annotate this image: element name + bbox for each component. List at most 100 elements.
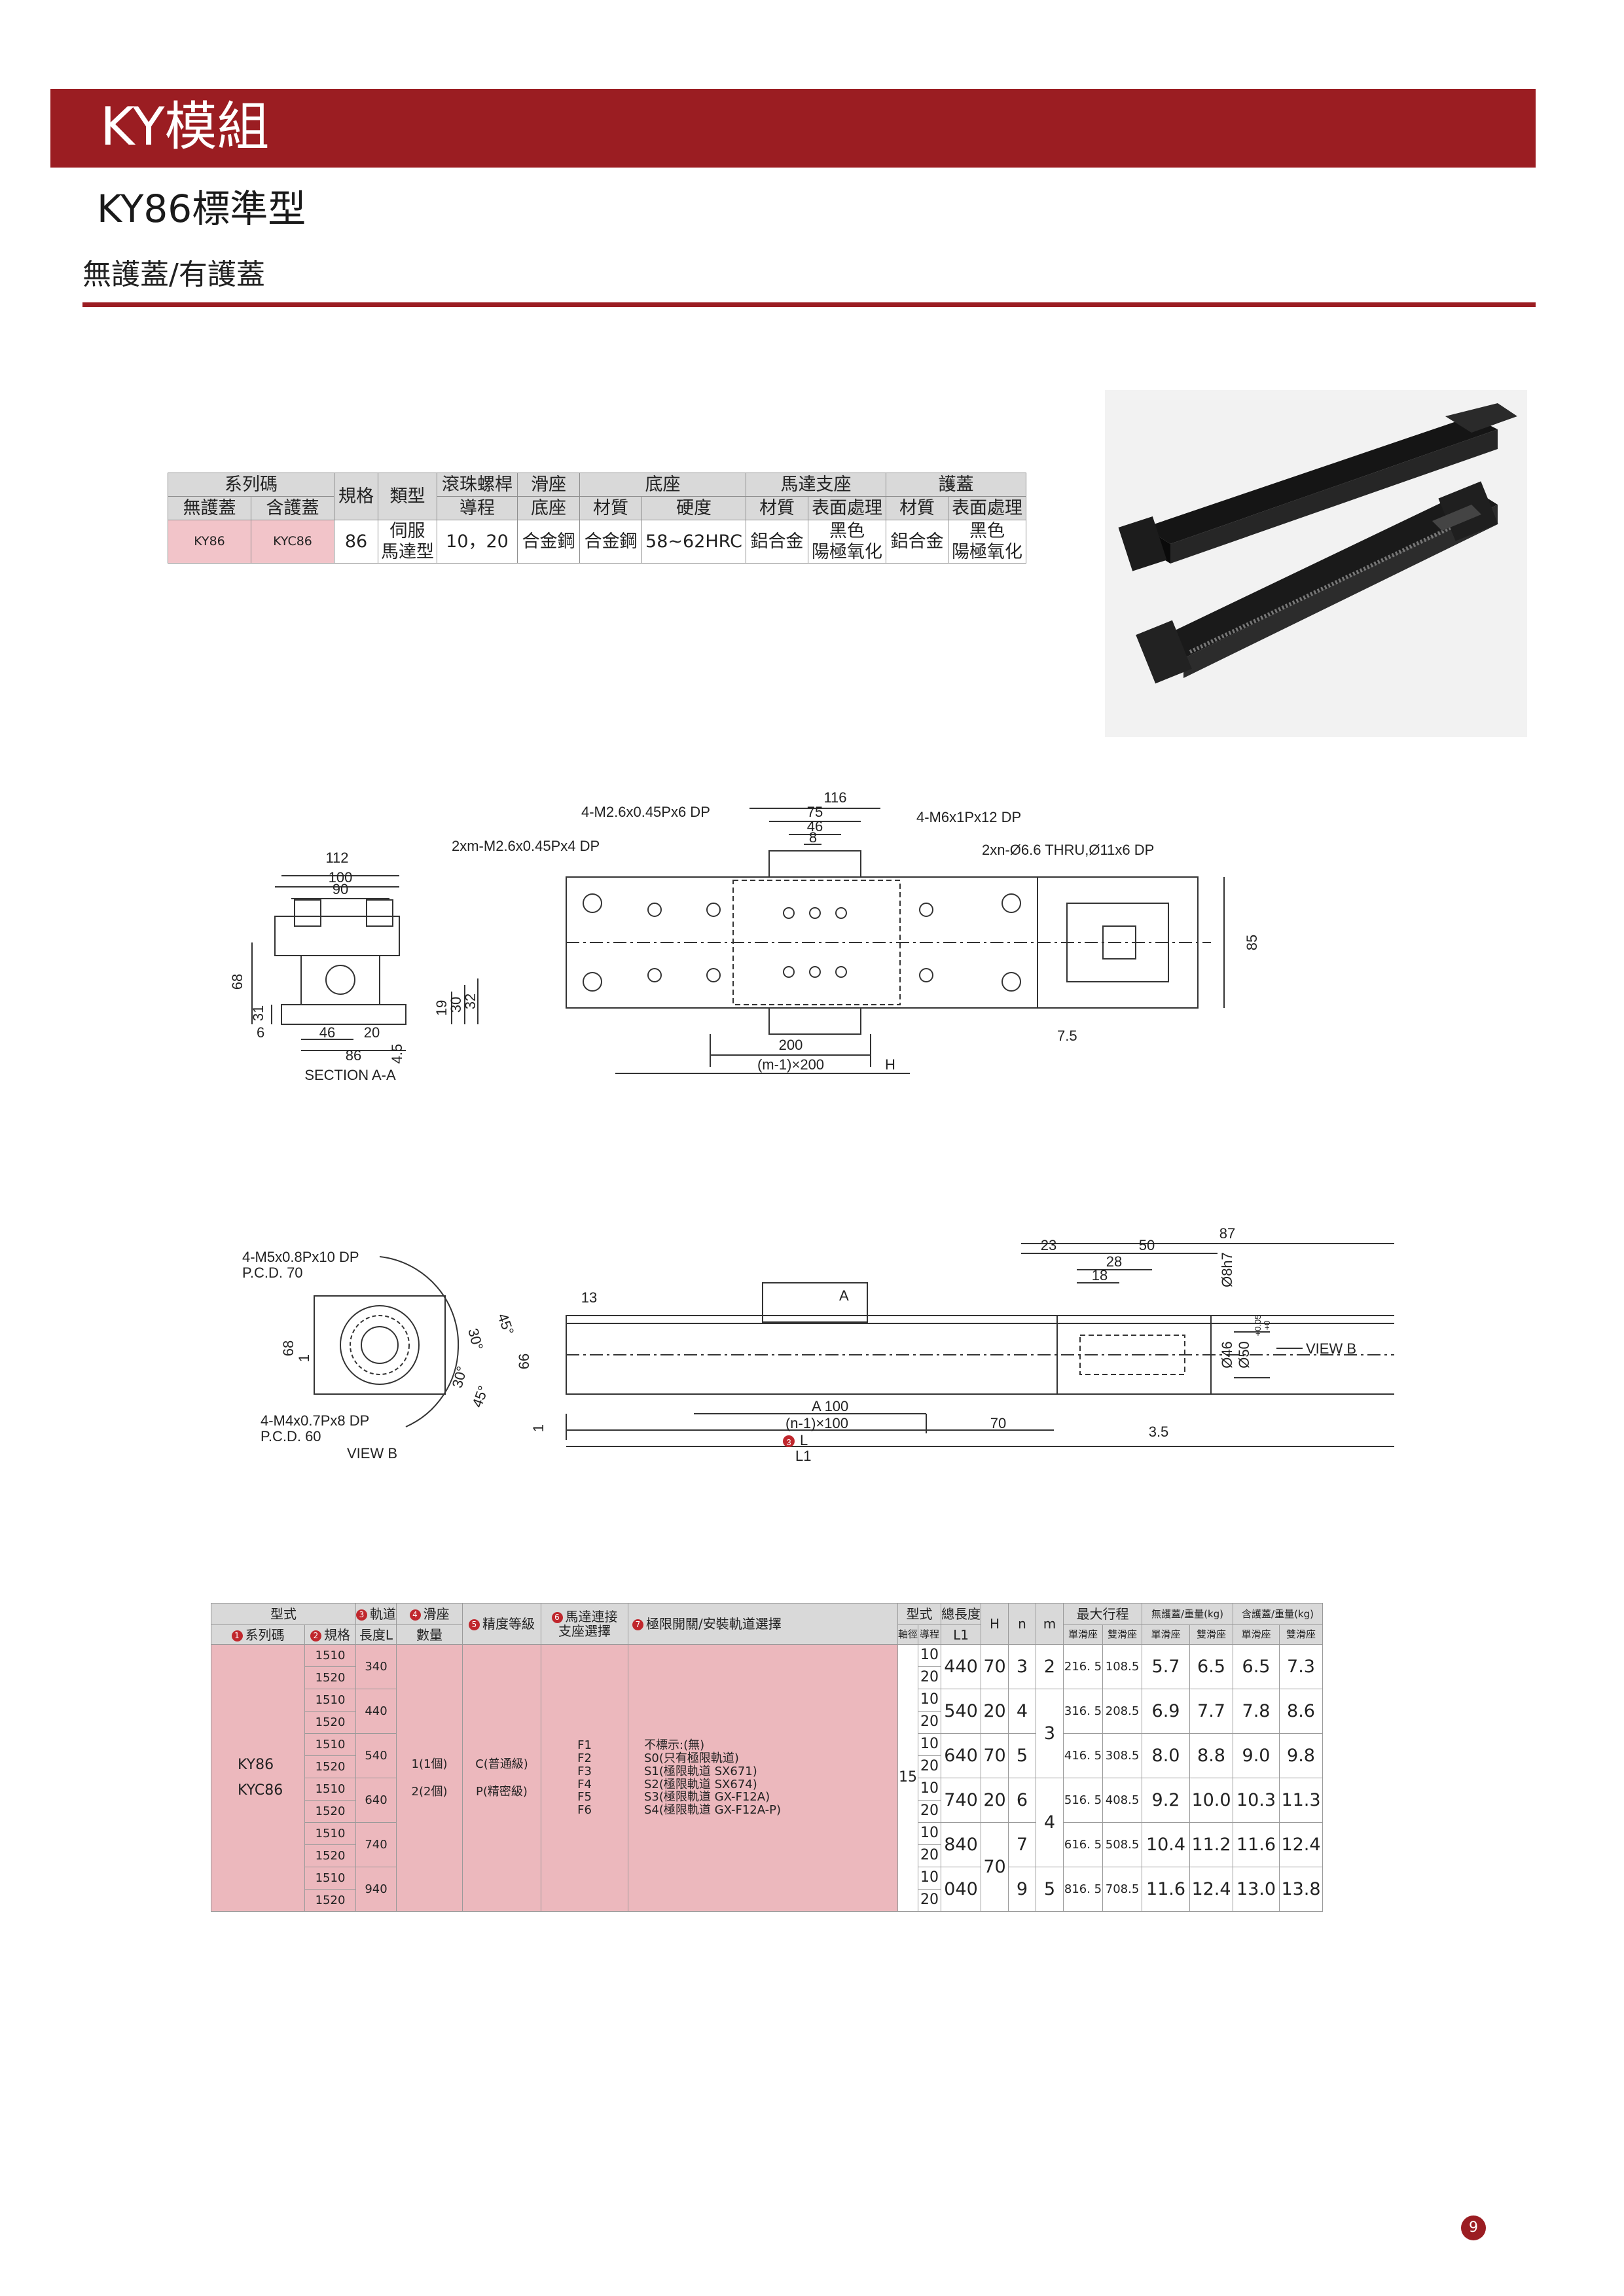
th-shaft: 軸徑: [897, 1624, 919, 1645]
cell-hardness: 58~62HRC: [641, 520, 746, 564]
dim-31: 31: [250, 1005, 266, 1021]
weight-cell: 11.2: [1189, 1822, 1234, 1867]
cell-lead: 10，20: [437, 520, 518, 564]
th-lead: 導程: [437, 496, 518, 520]
th-qty: 數量: [396, 1624, 463, 1645]
dim-46: 46: [807, 818, 823, 834]
stroke-double-cell: 408.5: [1102, 1778, 1143, 1823]
th-withcover: 含護蓋: [251, 496, 334, 520]
pcd-60: P.C.D. 60: [261, 1428, 321, 1444]
spec-cell: 1510: [304, 1644, 356, 1667]
th-lead2: 導程: [918, 1624, 942, 1645]
header-rule: [82, 302, 1536, 307]
spec-cell: 1510: [304, 1867, 356, 1890]
tol-plus: +0.05: [1253, 1315, 1263, 1336]
dim-L: L: [800, 1432, 808, 1448]
cell-slider-qty: 1(1個)2(2個): [396, 1644, 463, 1912]
dim-1b: 1: [530, 1424, 547, 1432]
tol-zero: +0: [1262, 1321, 1272, 1331]
lead-cell: 10: [918, 1733, 942, 1756]
th-slider: 滑座: [517, 473, 580, 497]
th-withcover-weight: 含護蓋/重量(kg): [1233, 1603, 1324, 1625]
dim-46b: Ø46: [1219, 1341, 1235, 1369]
th-m: m: [1036, 1603, 1064, 1645]
weight-cell: 13.0: [1233, 1867, 1280, 1912]
lead-cell: 20: [918, 1889, 942, 1912]
note-m5: 4-M5x0.8Px10 DP: [242, 1249, 359, 1265]
th-motor-surface: 表面處理: [808, 496, 886, 520]
stroke-double-cell: 208.5: [1102, 1689, 1143, 1734]
spec-cell: 1510: [304, 1822, 356, 1845]
stroke-single-cell: 816. 5: [1063, 1867, 1104, 1912]
lead-cell: 10: [918, 1867, 942, 1890]
n-cell: 3: [1008, 1644, 1037, 1689]
th-ballscrew: 滾珠螺桿: [437, 473, 518, 497]
view-b-caption: VIEW B: [347, 1445, 397, 1462]
th-H: H: [981, 1603, 1009, 1645]
th-len: 長度L: [355, 1624, 397, 1645]
th-slider-base: 底座: [517, 496, 580, 520]
n-cell: 7: [1008, 1822, 1037, 1867]
th-model: 型式: [211, 1603, 356, 1625]
pcd-70: P.C.D. 70: [242, 1265, 303, 1281]
lead-cell: 10: [918, 1644, 942, 1667]
dim-200: 200: [779, 1037, 803, 1053]
L1-cell: 440: [941, 1644, 982, 1689]
lead-cell: 20: [918, 1800, 942, 1823]
th-single-1: 單滑座: [1063, 1624, 1104, 1645]
th-total-len: 總長度: [941, 1603, 982, 1625]
dim-8: 8: [809, 829, 817, 846]
weight-cell: 7.3: [1279, 1644, 1324, 1689]
spec-cell: 1520: [304, 1844, 356, 1867]
weight-cell: 7.8: [1233, 1689, 1280, 1734]
H-cell: 70: [981, 1644, 1009, 1689]
angle-45a: 45°: [494, 1311, 517, 1337]
weight-cell: 8.6: [1279, 1689, 1324, 1734]
th-max-stroke: 最大行程: [1063, 1603, 1143, 1625]
length-cell: 740: [355, 1822, 397, 1867]
dimension-drawing-side: 4-M5x0.8Px10 DP P.C.D. 70 68 1 4-M4x0.7P…: [242, 1225, 1394, 1464]
L1-cell: 640: [941, 1733, 982, 1778]
dim-18: 18: [1092, 1267, 1108, 1283]
dim-32: 32: [462, 994, 478, 1009]
angle-30a: 30°: [465, 1327, 486, 1352]
length-cell: 540: [355, 1733, 397, 1778]
th-motor: 馬達支座: [746, 473, 886, 497]
note-2xn: 2xn-Ø6.6 THRU,Ø11x6 DP: [982, 842, 1154, 858]
cell-motor-material: 鋁合金: [746, 520, 808, 564]
angle-45b: 45°: [469, 1384, 492, 1410]
cell-precision: C(普通級)P(精密級): [462, 1644, 541, 1912]
H-cell: 20: [981, 1689, 1009, 1734]
m-cell: 2: [1036, 1644, 1064, 1689]
th-type: 類型: [378, 473, 437, 520]
th-motor-material: 材質: [746, 496, 808, 520]
stroke-double-cell: 108.5: [1102, 1644, 1143, 1689]
weight-cell: 11.6: [1142, 1867, 1191, 1912]
th-double-1: 雙滑座: [1102, 1624, 1143, 1645]
weight-cell: 10.0: [1189, 1778, 1234, 1823]
product-photo: [1105, 390, 1527, 737]
th-series: 系列碼: [168, 473, 334, 497]
section-a-mark: A: [839, 1287, 849, 1304]
section-label: SECTION A-A: [304, 1067, 396, 1083]
weight-cell: 12.4: [1279, 1822, 1324, 1867]
th-single-3: 單滑座: [1233, 1624, 1280, 1645]
view-b-arrow: VIEW B: [1306, 1340, 1356, 1357]
weight-cell: 10.4: [1142, 1822, 1191, 1867]
dim-116: 116: [823, 789, 846, 806]
length-cell: 640: [355, 1778, 397, 1823]
n-cell: 6: [1008, 1778, 1037, 1823]
lead-cell: 10: [918, 1822, 942, 1845]
note-m26: 4-M2.6x0.45Px6 DP: [581, 804, 710, 820]
length-cell: 340: [355, 1644, 397, 1689]
th-double-3: 雙滑座: [1279, 1624, 1324, 1645]
cell-size: 86: [334, 520, 378, 564]
dim-86: 86: [346, 1047, 361, 1064]
dim-m200: (m-1)×200: [757, 1056, 824, 1073]
th-size: 規格: [334, 473, 378, 520]
dim-8h7: Ø8h7: [1219, 1252, 1235, 1287]
weight-cell: 11.6: [1233, 1822, 1280, 1867]
circle-3-label: 3: [786, 1437, 791, 1447]
weight-cell: 8.0: [1142, 1733, 1191, 1778]
